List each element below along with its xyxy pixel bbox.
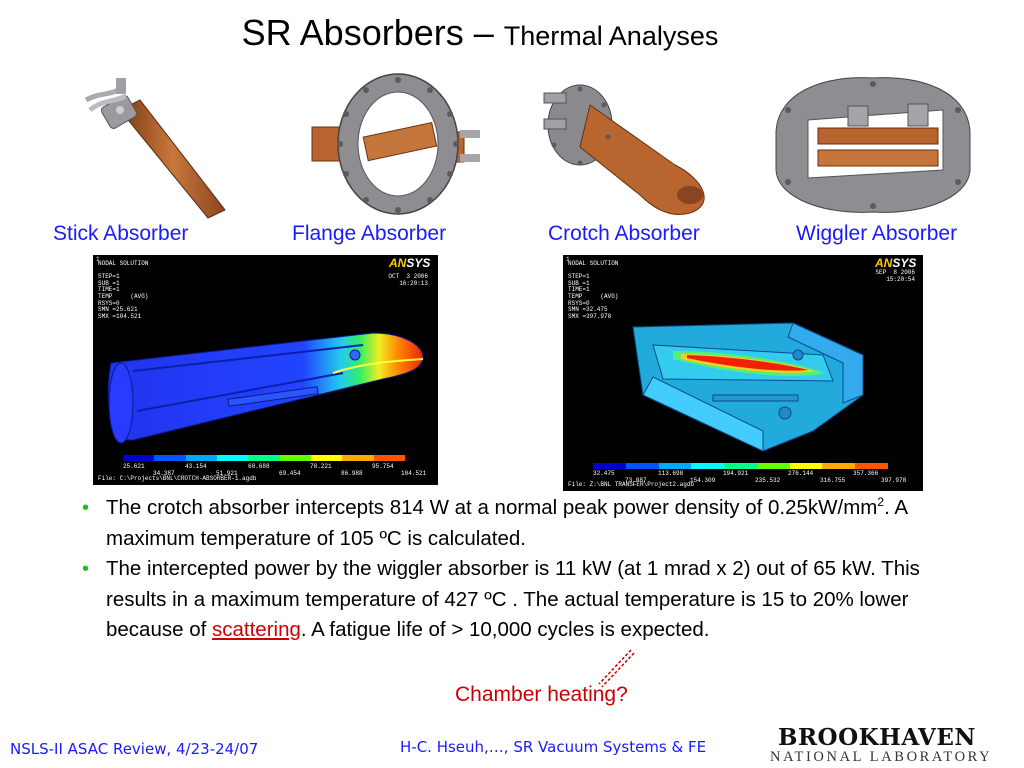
bullet-list: • The crotch absorber intercepts 814 W a… [82, 493, 972, 646]
chamber-heating-note: Chamber heating? [455, 683, 628, 706]
legend-bottom-label: 104.521 [401, 470, 427, 477]
superscript: 2 [877, 495, 885, 510]
legend-top-label: 32.475 [593, 470, 615, 477]
step-number: 1 [566, 256, 570, 263]
legend-bottom-label: 316.755 [820, 477, 846, 484]
legend-bottom-label: 154.309 [690, 477, 716, 484]
legend-top-label: 43.154 [185, 463, 207, 470]
ansys-logo: ANSYS [875, 256, 916, 270]
slide-title: SR Absorbers – Thermal Analyses [0, 12, 960, 54]
footer-author: H-C. Hseuh,…, SR Vacuum Systems & FE [400, 738, 707, 756]
caption-wiggler-absorber: Wiggler Absorber [796, 222, 958, 245]
legend-top-label: 25.621 [123, 463, 145, 470]
legend-bottom-label: 69.454 [279, 470, 301, 477]
plot-meta: NODAL SOLUTION STEP=1 SUB =1 TIME=1 TEMP… [98, 260, 149, 320]
legend-bottom-label: 51.921 [216, 470, 238, 477]
title-main: SR Absorbers – [241, 12, 504, 53]
legend-bottom-label: 34.387 [153, 470, 175, 477]
scattering-link[interactable]: scattering [212, 618, 301, 641]
logo-wordmark: BROOKHAVEN [778, 724, 976, 751]
title-sub: Thermal Analyses [503, 21, 719, 51]
legend-top-label: 194.921 [723, 470, 749, 477]
plot-file-path: File: Z:\BNL TRANSFER\Project2.agdb [568, 481, 695, 488]
ansys-logo: ANSYS [389, 256, 430, 270]
logo-part-sys: SYS [892, 256, 917, 270]
annotation-arrow-icon [598, 649, 635, 688]
caption-stick-absorber: Stick Absorber [53, 222, 189, 245]
color-legend-bar [593, 463, 889, 469]
wiggler-thermal-model [632, 322, 864, 452]
legend-bottom-label: 397.978 [881, 477, 907, 484]
footer-review-info: NSLS-II ASAC Review, 4/23-24/07 [10, 740, 259, 758]
crotch-absorber-image [543, 84, 705, 215]
bullet-dot-icon: • [82, 497, 90, 519]
logo-part-sys: SYS [406, 256, 431, 270]
caption-flange-absorber: Flange Absorber [292, 222, 447, 245]
legend-top-label: 60.688 [248, 463, 270, 470]
caption-crotch-absorber: Crotch Absorber [548, 222, 700, 245]
legend-bottom-label: 73.087 [625, 477, 647, 484]
ansys-plot-crotch: 1 NODAL SOLUTION STEP=1 SUB =1 TIME=1 TE… [93, 255, 438, 485]
flange-absorber-image [311, 73, 480, 215]
legend-top-label: 113.698 [658, 470, 684, 477]
legend-top-label: 95.754 [372, 463, 394, 470]
logo-subtitle: NATIONAL LABORATORY [770, 749, 993, 765]
crotch-thermal-model [107, 332, 424, 444]
step-number: 1 [96, 256, 100, 263]
bullet-text: The crotch absorber intercepts 814 W at … [106, 496, 878, 519]
bullet-dot-icon: • [82, 558, 90, 580]
logo-part-an: AN [875, 256, 893, 270]
plot-date: SEP 8 2006 15:20:54 [875, 269, 915, 283]
brookhaven-logo: BROOKHAVEN NATIONAL LABORATORY [770, 722, 995, 766]
wiggler-absorber-image [775, 77, 971, 213]
legend-top-label: 78.221 [310, 463, 332, 470]
plot-meta: NODAL SOLUTION STEP=1 SUB =1 TIME=1 TEMP… [568, 260, 619, 320]
legend-top-label: 276.144 [788, 470, 814, 477]
bullet-text: . A fatigue life of > 10,000 cycles is e… [300, 618, 710, 641]
bullet-item-crotch: • The crotch absorber intercepts 814 W a… [82, 493, 972, 554]
ansys-plot-wiggler: 1 NODAL SOLUTION STEP=1 SUB =1 TIME=1 TE… [563, 255, 923, 491]
bullet-item-wiggler: • The intercepted power by the wiggler a… [82, 554, 972, 646]
stick-absorber-image [84, 78, 226, 219]
plot-date: OCT 3 2006 16:20:13 [388, 273, 428, 287]
bullet-text: The intercepted power by the wiggler abs… [106, 557, 920, 641]
color-legend-bar [123, 455, 405, 461]
legend-bottom-label: 86.988 [341, 470, 363, 477]
bullet-text: . A maximum temperature of 105 ºC is cal… [106, 496, 907, 550]
legend-bottom-label: 235.532 [755, 477, 781, 484]
plot-file-path: File: C:\Projects\BNL\CROTCH-ABSORBER-1.… [98, 475, 257, 482]
legend-top-label: 357.366 [853, 470, 879, 477]
logo-part-an: AN [389, 256, 407, 270]
